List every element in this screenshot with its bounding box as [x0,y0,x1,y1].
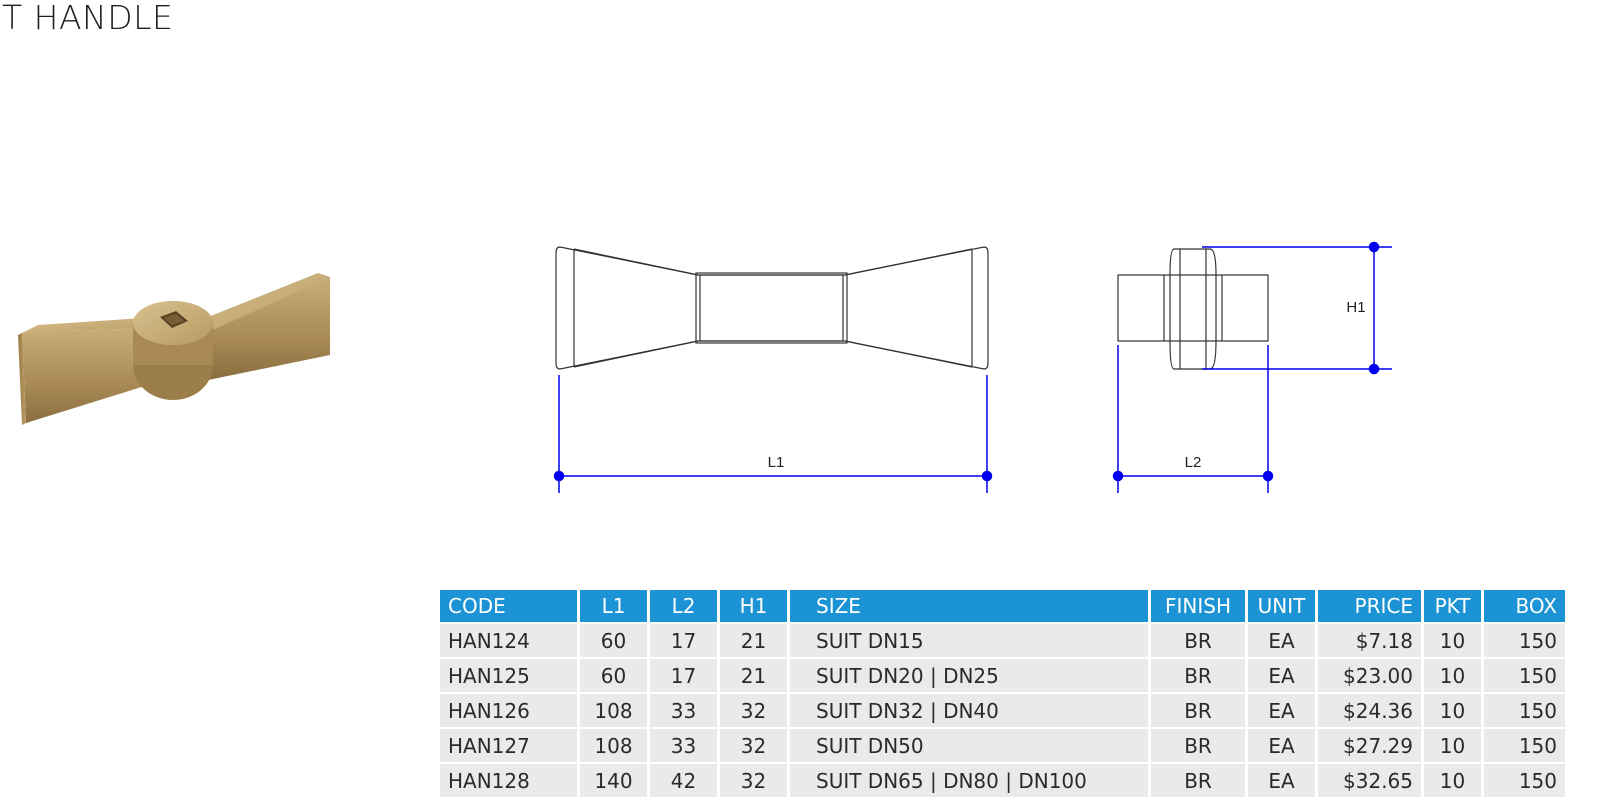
dimension-drawing: L1 L2 H1 [553,241,1392,493]
cell-finish: BR [1151,729,1245,762]
cell-l1: 108 [580,694,647,727]
cell-code: HAN126 [440,694,577,727]
cell-size: SUIT DN65 | DN80 | DN100 [790,764,1148,797]
table-row: HAN125 60 17 21 SUIT DN20 | DN25 BR EA $… [440,659,1565,692]
cell-l1: 108 [580,729,647,762]
cell-l1: 60 [580,659,647,692]
cell-price: $7.18 [1318,624,1421,657]
cell-finish: BR [1151,624,1245,657]
cell-l2: 17 [650,659,717,692]
cell-finish: BR [1151,659,1245,692]
cell-l1: 140 [580,764,647,797]
header-price: PRICE [1318,590,1421,622]
cell-h1: 21 [720,624,787,657]
cell-h1: 32 [720,729,787,762]
product-photo [18,273,330,425]
cell-finish: BR [1151,764,1245,797]
cell-l2: 33 [650,694,717,727]
page-title: T HANDLE [2,0,174,37]
cell-code: HAN125 [440,659,577,692]
cell-pkt: 10 [1424,624,1481,657]
cell-h1: 21 [720,659,787,692]
cell-price: $27.29 [1318,729,1421,762]
cell-box: 150 [1484,764,1565,797]
table-row: HAN127 108 33 32 SUIT DN50 BR EA $27.29 … [440,729,1565,762]
cell-box: 150 [1484,624,1565,657]
cell-pkt: 10 [1424,764,1481,797]
header-l1: L1 [580,590,647,622]
cell-unit: EA [1248,659,1315,692]
cell-l2: 17 [650,624,717,657]
cell-price: $23.00 [1318,659,1421,692]
cell-l2: 42 [650,764,717,797]
cell-l1: 60 [580,624,647,657]
header-code: CODE [440,590,577,622]
cell-pkt: 10 [1424,659,1481,692]
cell-box: 150 [1484,729,1565,762]
cell-size: SUIT DN15 [790,624,1148,657]
cell-unit: EA [1248,694,1315,727]
cell-pkt: 10 [1424,729,1481,762]
header-pkt: PKT [1424,590,1481,622]
spec-table: CODE L1 L2 H1 SIZE FINISH UNIT PRICE PKT… [437,588,1568,799]
l2-label: L2 [1185,454,1202,471]
cell-box: 150 [1484,694,1565,727]
header-unit: UNIT [1248,590,1315,622]
header-finish: FINISH [1151,590,1245,622]
cell-size: SUIT DN32 | DN40 [790,694,1148,727]
table-header-row: CODE L1 L2 H1 SIZE FINISH UNIT PRICE PKT… [440,590,1565,622]
cell-price: $32.65 [1318,764,1421,797]
cell-h1: 32 [720,694,787,727]
table-row: HAN126 108 33 32 SUIT DN32 | DN40 BR EA … [440,694,1565,727]
l1-label: L1 [768,454,785,471]
cell-code: HAN124 [440,624,577,657]
cell-h1: 32 [720,764,787,797]
table-row: HAN128 140 42 32 SUIT DN65 | DN80 | DN10… [440,764,1565,797]
cell-finish: BR [1151,694,1245,727]
header-size: SIZE [790,590,1148,622]
cell-box: 150 [1484,659,1565,692]
cell-unit: EA [1248,764,1315,797]
header-h1: H1 [720,590,787,622]
cell-size: SUIT DN20 | DN25 [790,659,1148,692]
cell-code: HAN128 [440,764,577,797]
h1-label: H1 [1346,299,1365,316]
cell-price: $24.36 [1318,694,1421,727]
cell-unit: EA [1248,624,1315,657]
header-l2: L2 [650,590,717,622]
header-box: BOX [1484,590,1565,622]
cell-code: HAN127 [440,729,577,762]
cell-size: SUIT DN50 [790,729,1148,762]
cell-pkt: 10 [1424,694,1481,727]
cell-unit: EA [1248,729,1315,762]
cell-l2: 33 [650,729,717,762]
table-row: HAN124 60 17 21 SUIT DN15 BR EA $7.18 10… [440,624,1565,657]
